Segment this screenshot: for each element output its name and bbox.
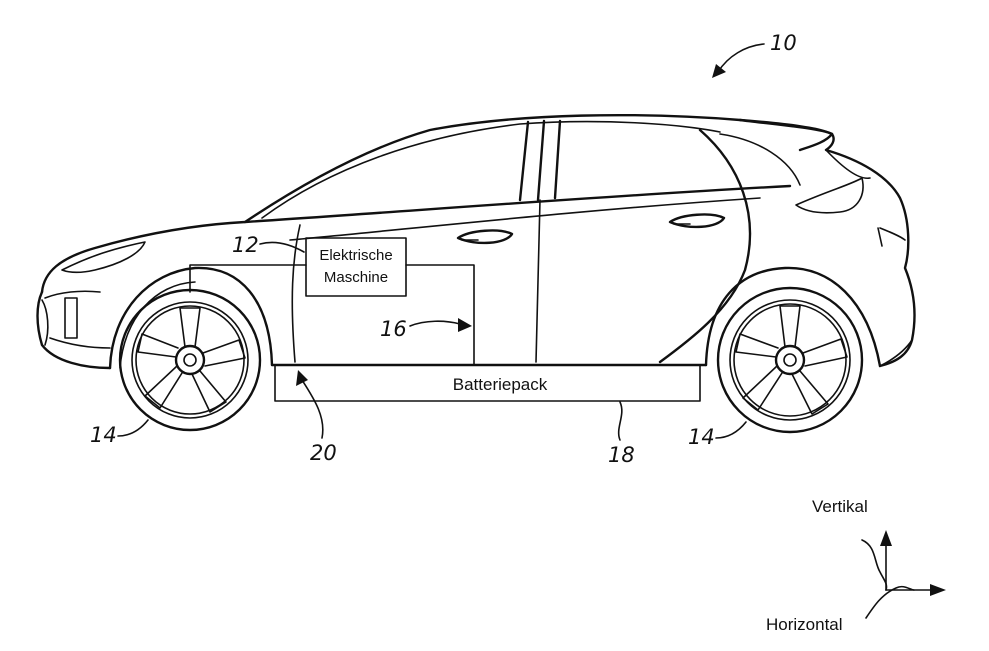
vertical-arrow-icon <box>880 530 892 546</box>
ref-numeral-16: 16 <box>380 317 407 341</box>
axis-indicator: Vertikal Horizontal <box>766 497 946 634</box>
ref-numeral-10: 10 <box>770 31 797 55</box>
reference-16: 16 <box>380 317 472 341</box>
battery-pack: Batteriepack <box>275 365 700 401</box>
electric-machine-label-line1: Elektrische <box>319 247 392 264</box>
reference-12: 12 <box>232 233 304 257</box>
reference-18: 18 <box>608 402 635 467</box>
ref-numeral-14-front: 14 <box>90 423 117 447</box>
rear-wheel <box>718 288 862 432</box>
reference-14-front: 14 <box>90 420 148 447</box>
reference-14-rear: 14 <box>688 422 746 449</box>
ref-numeral-20: 20 <box>310 441 337 465</box>
ref-numeral-14-rear: 14 <box>688 425 715 449</box>
front-wheel <box>120 290 260 430</box>
ref-numeral-12: 12 <box>232 233 259 257</box>
electric-machine-block: Elektrische Maschine <box>306 238 406 296</box>
ref-numeral-18: 18 <box>608 443 635 467</box>
car-windows-doors <box>245 121 800 362</box>
reference-10: 10 <box>712 31 797 78</box>
vertical-axis-label: Vertikal <box>812 497 868 516</box>
reference-20: 20 <box>296 370 337 465</box>
electric-machine-label-line2: Maschine <box>324 269 388 286</box>
horizontal-arrow-icon <box>930 584 946 596</box>
horizontal-axis-label: Horizontal <box>766 615 843 634</box>
battery-pack-label: Batteriepack <box>453 375 548 394</box>
